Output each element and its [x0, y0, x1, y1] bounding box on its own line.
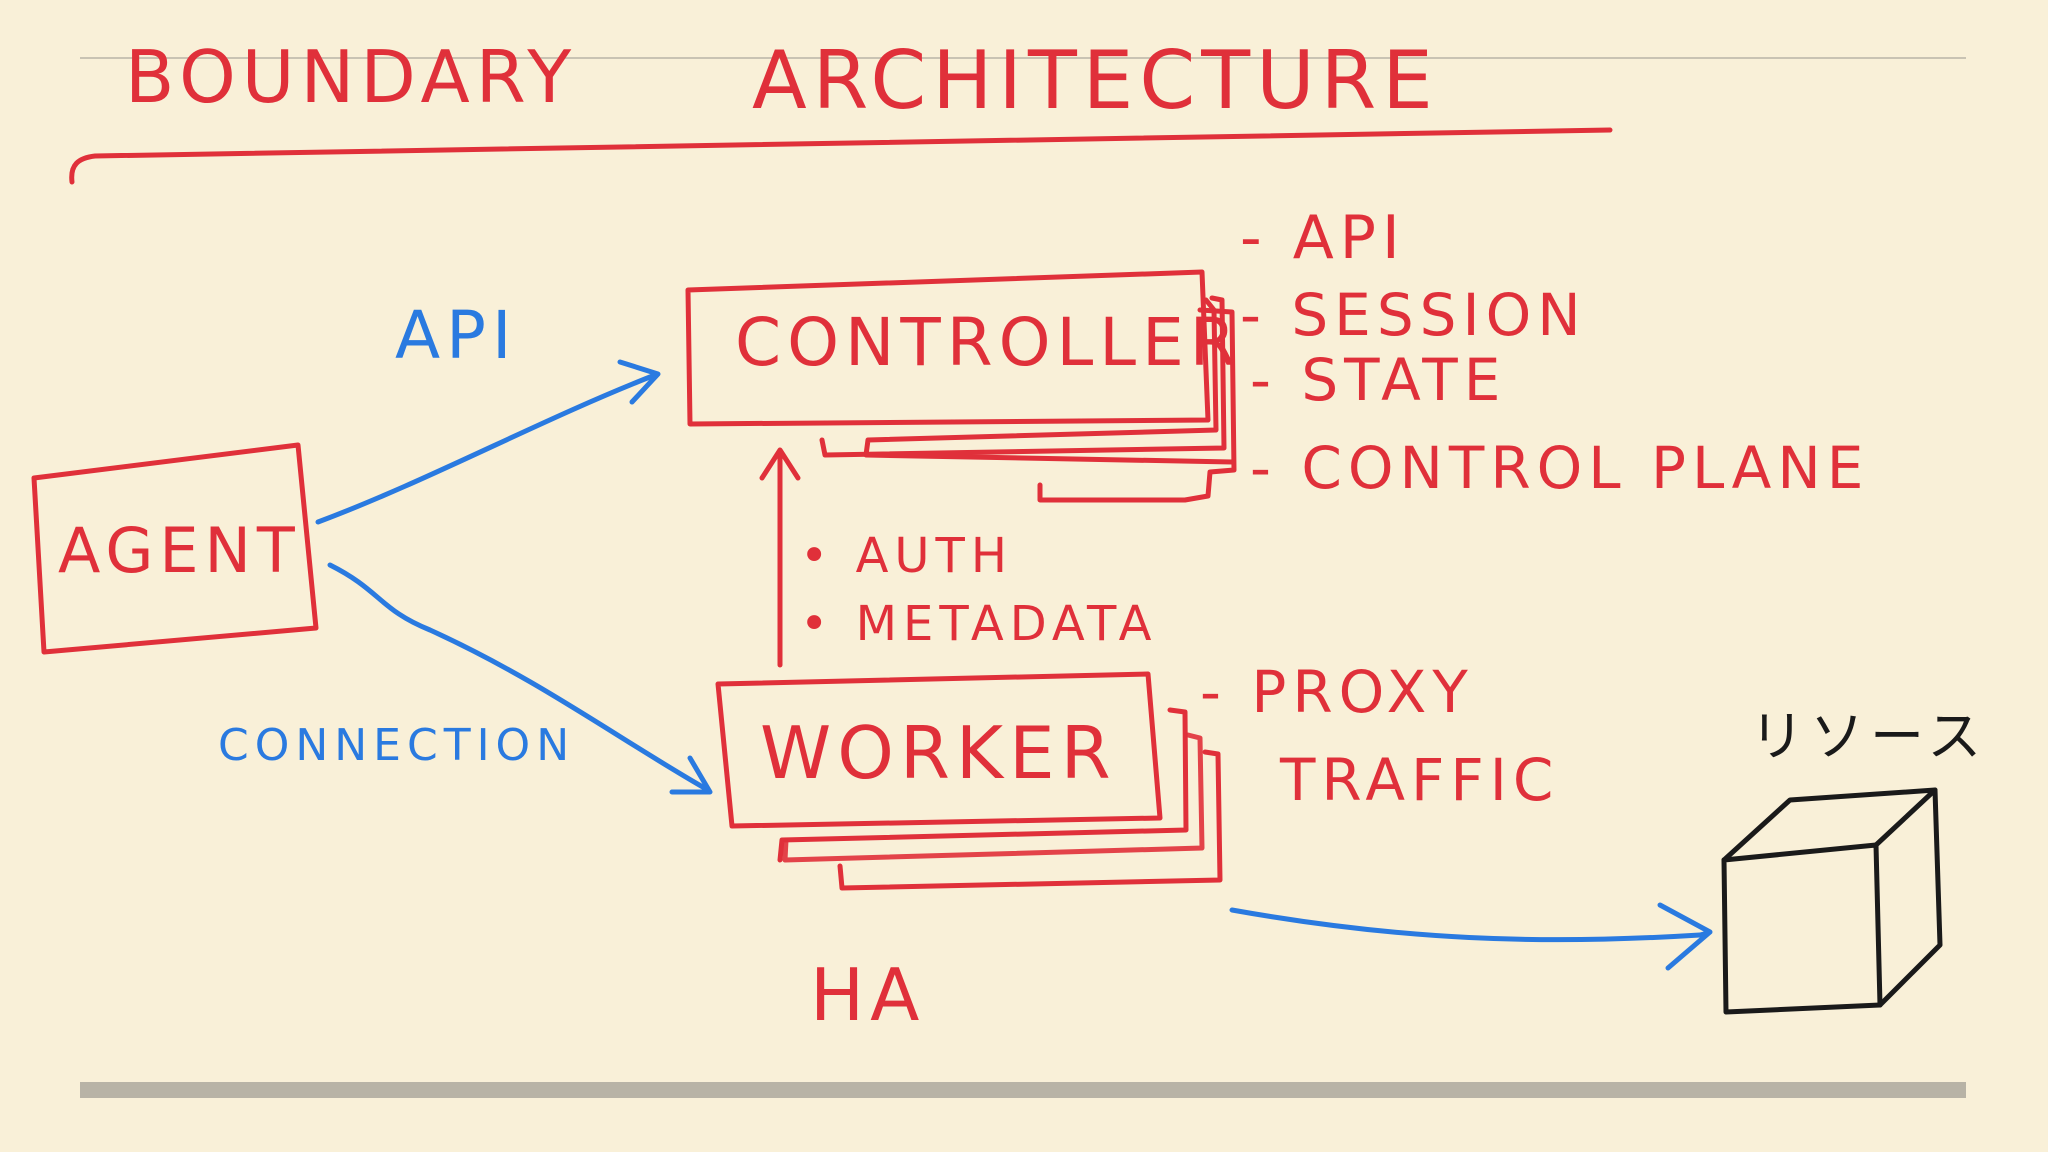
worker-role-proxy: - PROXY: [1200, 658, 1474, 726]
controller-stack: [685, 269, 1237, 503]
controller-stack-back-3: [1037, 307, 1237, 503]
resource-label: リソース: [1750, 705, 1987, 768]
title-boundary: BOUNDARY: [125, 35, 577, 119]
edge-label-auth: • AUTH: [800, 528, 1013, 584]
controller-box: [685, 269, 1211, 427]
title-architecture: ARCHITECTURE: [752, 34, 1439, 127]
worker-stack: [715, 671, 1223, 891]
agent-box: [31, 442, 319, 655]
controller-stack-back-2: [819, 295, 1227, 458]
edge-label-metadata: • METADATA: [800, 596, 1157, 652]
controller-role-session: - SESSION: [1240, 281, 1587, 349]
agent-label: AGENT: [58, 514, 301, 587]
agent-to-worker-arrow: [327, 562, 711, 793]
worker-to-controller-arrowhead: [759, 447, 801, 481]
agent-to-worker-arrowhead: [669, 755, 713, 795]
agent-to-controller-arrowhead: [617, 359, 661, 405]
worker-label: WORKER: [760, 711, 1117, 795]
edge-label-connection: CONNECTION: [218, 720, 575, 771]
worker-stack-back-2: [777, 707, 1189, 863]
controller-label: CONTROLLER: [735, 304, 1242, 381]
bottom-divider: [80, 1082, 1966, 1098]
ha-label: HA: [810, 953, 925, 1037]
worker-box: [715, 671, 1163, 829]
edge-label-api: API: [395, 297, 517, 374]
agent-to-controller-arrow: [315, 372, 658, 525]
title-underline: [69, 127, 1613, 185]
controller-role-state: - STATE: [1250, 346, 1506, 414]
worker-role-traffic: TRAFFIC: [1279, 746, 1559, 814]
controller-role-api: - API: [1240, 203, 1406, 273]
worker-to-resource-arrowhead: [1657, 902, 1713, 971]
worker-to-resource-arrow: [1229, 907, 1711, 943]
worker-stack-back-1: [782, 732, 1205, 863]
controller-role-control-plane: - CONTROL PLANE: [1250, 434, 1869, 502]
controller-stack-back-1: [863, 297, 1235, 465]
worker-stack-back-3: [837, 749, 1223, 891]
resource-cube-icon: [1721, 787, 1943, 1015]
